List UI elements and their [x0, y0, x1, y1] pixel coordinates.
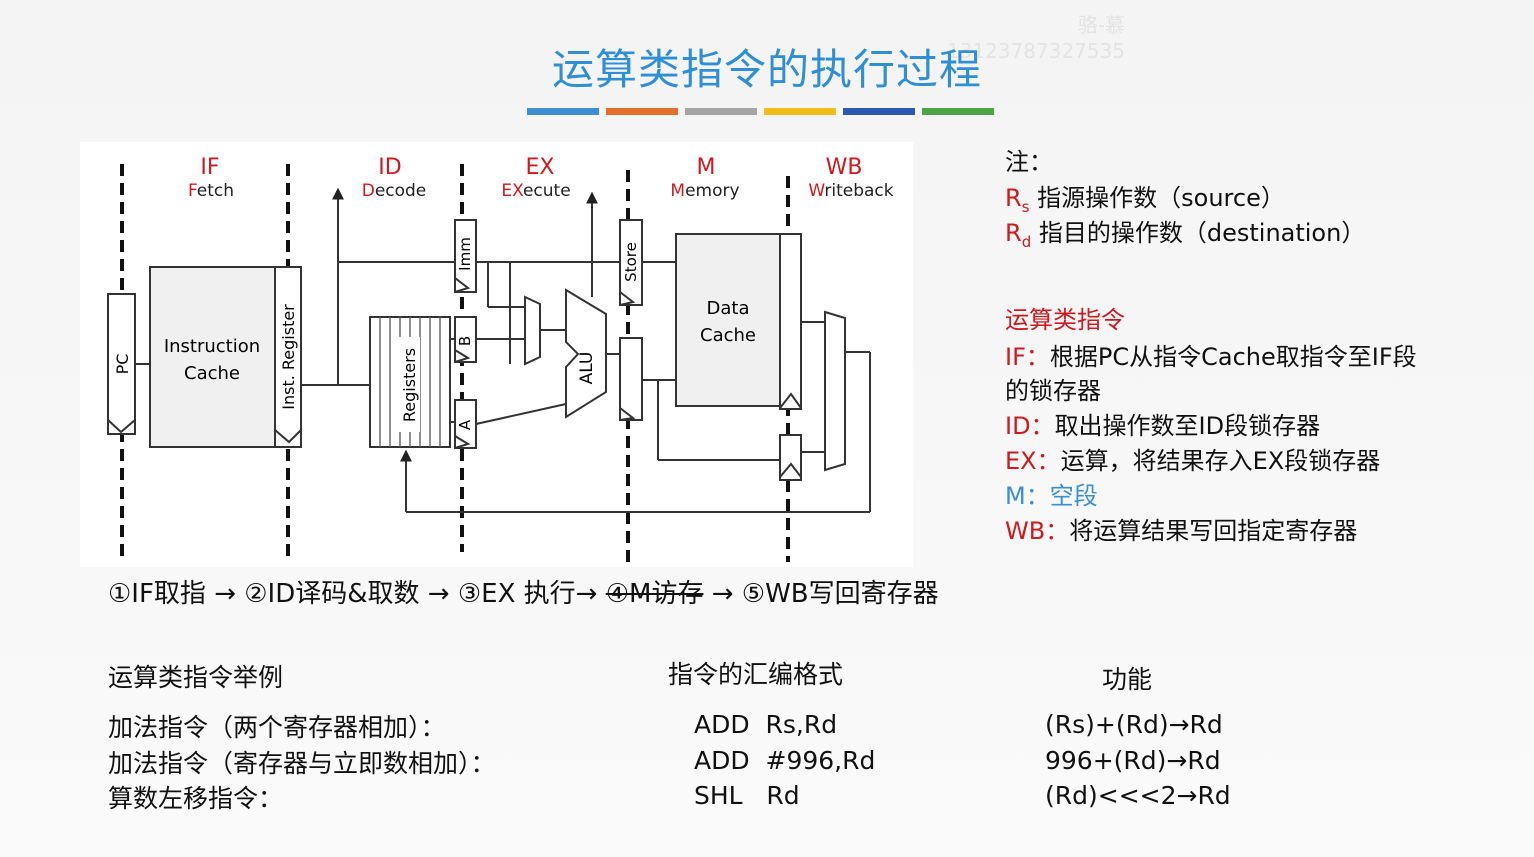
data-cache: Data Cache [675, 233, 787, 407]
stage-abbr: ID [378, 155, 401, 180]
dcache-box [675, 233, 787, 407]
rd-desc: 指目的操作数（destination） [1038, 219, 1366, 247]
clock-triangle [274, 429, 302, 444]
imm-latch: Imm [454, 219, 477, 293]
rs-desc: 指源操作数（source） [1037, 184, 1285, 212]
pipeline-svg: IF ID EX M WB Fetch Decode EXecute Memor… [107, 155, 894, 562]
pipeline-diagram: IF ID EX M WB Fetch Decode EXecute Memor… [80, 142, 913, 567]
header-asm: 指令的汇编格式 [668, 660, 844, 689]
pc-label: PC [113, 354, 132, 375]
section-title: 运算类指令 [1005, 306, 1125, 334]
b-label: B [456, 336, 474, 346]
stage-names: Fetch Decode EXecute Memory Writeback [188, 181, 894, 201]
row-func: (Rd)<<<2→Rd [1045, 781, 1231, 810]
accent-bar [843, 108, 915, 115]
note-rd: Rd 指目的操作数（destination） [1005, 213, 1365, 251]
pc-register: PC [107, 293, 136, 435]
watermark-line: 13123787327535 [946, 39, 1125, 63]
ex-result-latch [619, 337, 643, 421]
clock-triangle [107, 419, 136, 434]
register-file: Registers [369, 316, 451, 448]
wb-key: WB： [1005, 517, 1070, 545]
note-if-cont: 的锁存器 [1005, 377, 1101, 405]
header-func: 功能 [1102, 665, 1153, 694]
rd-symbol: R [1005, 219, 1022, 247]
stage-name: EXecute [501, 181, 570, 201]
icache-box [149, 266, 276, 448]
m-key: M： [1005, 482, 1050, 510]
registers-label: Registers [400, 348, 419, 422]
rd-sub: d [1021, 233, 1032, 251]
ex-key: EX： [1005, 447, 1061, 475]
instruction-cache: Instruction Cache [149, 266, 276, 448]
stage-abbr: IF [200, 155, 219, 180]
ex-desc: 运算，将结果存入EX段锁存器 [1060, 447, 1381, 475]
row-asm: ADD Rs,Rd [694, 710, 838, 739]
stage-labels: IF ID EX M WB [200, 155, 862, 180]
row-func: (Rs)+(Rd)→Rd [1045, 710, 1223, 739]
rs-sub: s [1021, 198, 1030, 216]
rs-symbol: R [1005, 184, 1022, 212]
flow-step-5: → ⑤WB写回寄存器 [703, 579, 939, 609]
page-title: 运算类指令的执行过程 [551, 45, 982, 94]
flow-steps-1-3: ①IF取指 → ②ID译码&取数 → ③EX 执行→ [108, 579, 606, 609]
row-desc: 算数左移指令： [108, 784, 284, 813]
b-latch: B [454, 316, 477, 363]
notes-header: 注： [1005, 148, 1053, 176]
dcache-label: Cache [700, 325, 756, 346]
accent-bar [764, 108, 836, 115]
if-key: IF： [1005, 343, 1050, 371]
row-desc: 加法指令（两个寄存器相加）： [108, 713, 446, 742]
ir-box [274, 266, 302, 448]
stage-abbr: M [697, 155, 716, 180]
accent-bar [606, 108, 678, 115]
store-label: Store [622, 242, 640, 282]
a-label: A [456, 419, 474, 430]
flow-step-4: ④M访存 [605, 579, 704, 609]
dcache-label: Data [707, 298, 750, 319]
wb-mux [824, 310, 846, 472]
stage-name: Writeback [808, 181, 893, 201]
pc-box [107, 293, 136, 435]
note-wb: WB：将运算结果写回指定寄存器 [1005, 511, 1357, 546]
imm-box [454, 219, 477, 293]
m-desc: 空段 [1049, 482, 1098, 510]
note-id: ID：取出操作数至ID段锁存器 [1005, 406, 1320, 441]
id-key: ID： [1005, 412, 1055, 440]
id-desc: 取出操作数至ID段锁存器 [1054, 412, 1321, 440]
inst-register: Inst. Register [274, 266, 302, 448]
note-ex: EX：运算，将结果存入EX段锁存器 [1005, 441, 1380, 476]
imm-label: Imm [456, 237, 474, 271]
alu-shape [565, 288, 607, 419]
icache-label: Instruction [164, 336, 260, 357]
stage-name: Decode [362, 181, 427, 201]
row-desc: 加法指令（寄存器与立即数相加）： [108, 749, 496, 778]
stage-abbr: EX [526, 155, 555, 180]
header-examples: 运算类指令举例 [108, 663, 284, 692]
pipeline-flow: ①IF取指 → ②ID译码&取数 → ③EX 执行→ ④M访存 → ⑤WB写回寄… [108, 573, 939, 610]
stage-abbr: WB [826, 155, 863, 180]
store-latch: Store [619, 219, 643, 306]
alu-label: ALU [577, 352, 597, 385]
note-m: M：空段 [1005, 476, 1098, 511]
wb-desc: 将运算结果写回指定寄存器 [1069, 517, 1358, 545]
row-asm: ADD #996,Rd [694, 746, 876, 775]
watermark: 骆-慕 13123787327535 [930, 12, 1125, 64]
stage-name: Memory [670, 181, 739, 201]
watermark-line: 骆-慕 [1077, 13, 1125, 37]
note-if: IF：根据PC从指令Cache取指令至IF段 [1005, 337, 1417, 372]
row-func: 996+(Rd)→Rd [1045, 746, 1221, 775]
m-latch-top [779, 233, 802, 410]
icache-label: Cache [184, 363, 240, 384]
row-asm: SHL Rd [694, 781, 800, 810]
accent-bar [922, 108, 994, 115]
ir-label: Inst. Register [279, 304, 298, 410]
ex-mux [524, 295, 541, 366]
stage-name: Fetch [188, 181, 234, 201]
note-rs: Rs 指源操作数（source） [1005, 178, 1285, 216]
if-desc: 根据PC从指令Cache取指令至IF段 [1049, 343, 1417, 371]
a-latch: A [454, 399, 477, 449]
accent-bar [685, 108, 757, 115]
accent-bar [527, 108, 599, 115]
